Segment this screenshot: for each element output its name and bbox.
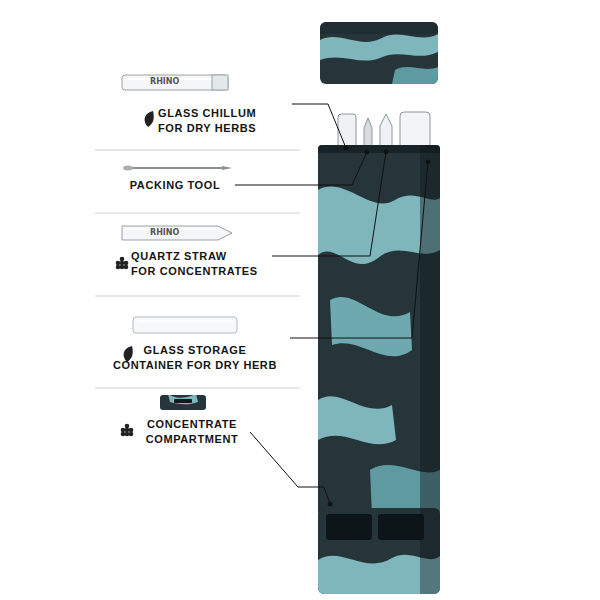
part-label: CONCENTRATE COMPARTMENT: [137, 417, 247, 447]
concentrate-icons: [116, 257, 134, 437]
leaf-icons: [124, 111, 154, 362]
storage-tube-drawing: [133, 317, 237, 333]
quartz-straw-drawing: [122, 226, 232, 240]
chillum-drawing: [122, 75, 228, 90]
logo-text: RHINO: [150, 228, 179, 238]
case-lid: [320, 22, 440, 84]
packing-tool-drawing: [123, 166, 232, 171]
part-label: PACKING TOOL: [120, 178, 230, 193]
concentrate-puck-drawing: [160, 394, 206, 410]
part-label: QUARTZ STRAW FOR CONCENTRATES: [131, 249, 271, 279]
concentrate-tray: [318, 508, 440, 594]
logo-text: RHINO: [150, 77, 179, 87]
part-label: GLASS CHILLUM FOR DRY HERBS: [158, 106, 283, 136]
leader-lines: [235, 104, 430, 506]
part-label: GLASS STORAGE CONTAINER FOR DRY HERB: [108, 343, 282, 373]
